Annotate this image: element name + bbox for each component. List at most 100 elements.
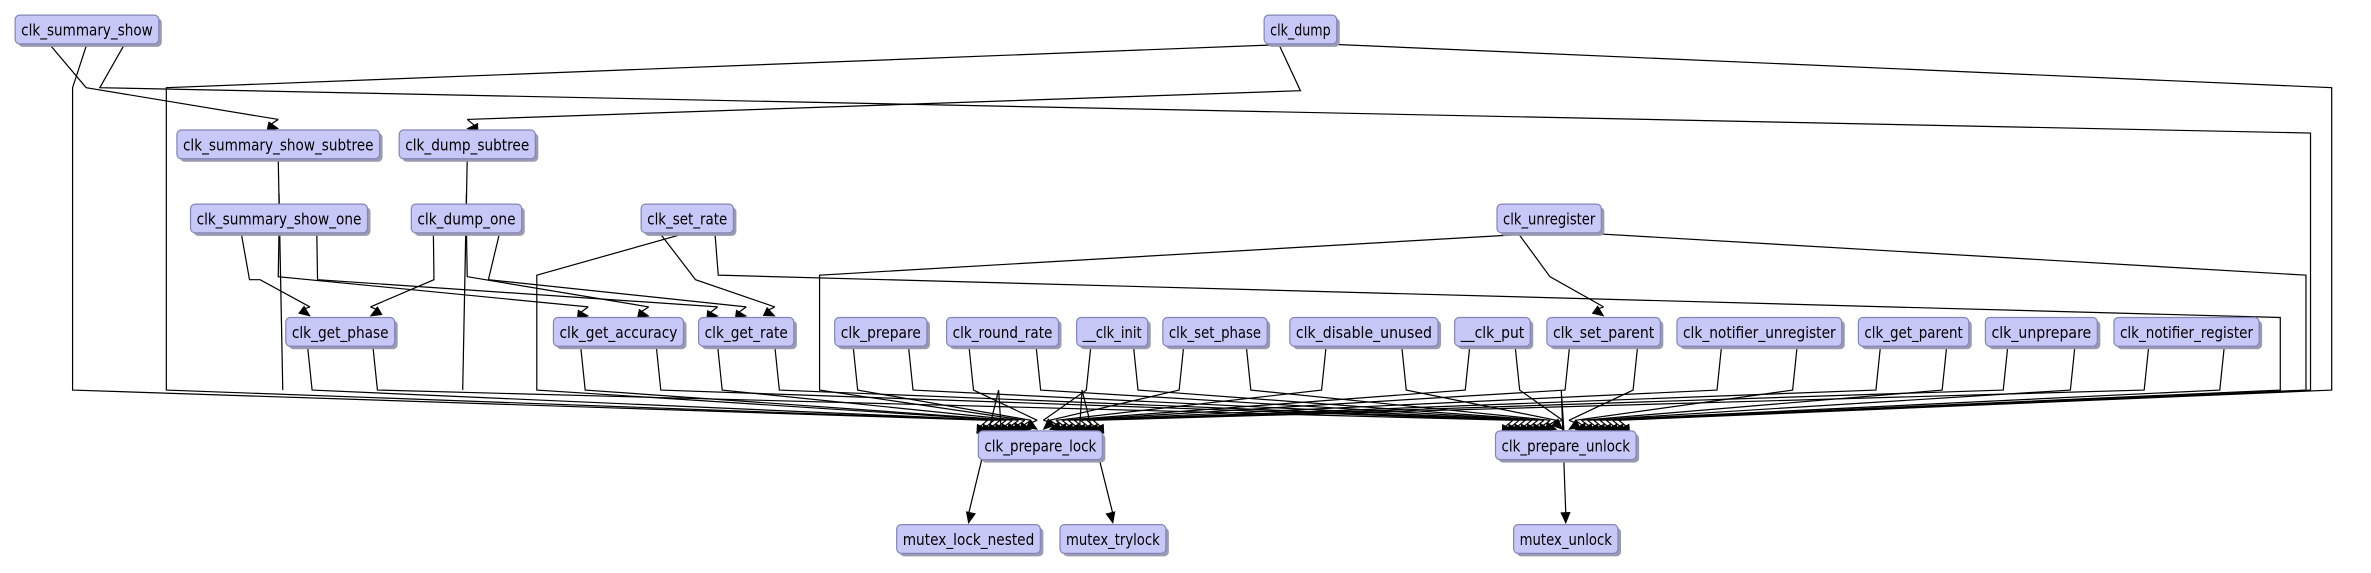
edge-line (1093, 346, 2150, 421)
arrowhead-icon (965, 511, 976, 525)
node-label: clk_set_phase (1169, 323, 1261, 343)
node-label: mutex_trylock (1066, 530, 1160, 550)
node-label: clk_notifier_unregister (1683, 323, 1836, 343)
edge-line (852, 346, 1032, 421)
node-clk-put[interactable]: __clk_put (1454, 316, 1534, 350)
node-mutex-unlock[interactable]: mutex_unlock (1513, 524, 1621, 557)
node-clk-unprepare[interactable]: clk_unprepare (1984, 316, 2101, 350)
node-clk-init[interactable]: __clk_init (1076, 316, 1151, 350)
edge-line (1401, 346, 1557, 421)
edge-line (1055, 346, 1327, 421)
edge-line (1514, 346, 1563, 421)
node-box[interactable] (977, 430, 1103, 461)
node-box[interactable] (552, 316, 685, 347)
node-box[interactable] (1984, 316, 2098, 347)
node-clk-set-parent[interactable]: clk_set_parent (1546, 316, 1664, 350)
edge-clk_get_phase-to-clk_prepare_unlock (372, 346, 1514, 435)
node-box[interactable] (285, 316, 396, 347)
edge-line (487, 232, 747, 308)
edge-line (465, 232, 649, 308)
edge-line (1086, 346, 2009, 421)
node-box[interactable] (1494, 430, 1637, 461)
edge-clk_set_parent-to-clk_prepare_unlock (1568, 346, 1639, 430)
node-clk-unregister[interactable]: clk_unregister (1496, 203, 1605, 236)
edge-line (580, 346, 1013, 421)
node-box[interactable] (1513, 524, 1619, 554)
node-box[interactable] (1857, 316, 1970, 347)
node-box[interactable] (189, 203, 369, 234)
edge-line (1080, 346, 1882, 421)
edge-clk_summary_show_one-to-clk_get_accuracy (277, 232, 590, 320)
edge-line (277, 158, 284, 391)
edge-clk_unregister-to-clk_set_parent (1517, 232, 1605, 317)
arrowhead-icon (1560, 511, 1571, 525)
edge-line (1581, 346, 1948, 421)
edge-line (1035, 346, 1538, 421)
node-mutex-trylock[interactable]: mutex_trylock (1059, 524, 1169, 557)
node-clk-summary-show[interactable]: clk_summary_show (14, 14, 162, 47)
edge-clk_dump-to-clk_prepare_unlock (1322, 43, 2333, 434)
node-clk-get-parent[interactable]: clk_get_parent (1857, 316, 1972, 350)
node-box[interactable] (410, 203, 523, 234)
arrowhead-icon (298, 305, 311, 317)
node-box[interactable] (1059, 524, 1167, 554)
edge-clk_summary_show_one-to-clk_get_phase (240, 232, 311, 317)
node-box[interactable] (896, 524, 1041, 554)
edge-line (306, 346, 1001, 421)
node-clk-notifier-register[interactable]: clk_notifier_register (2113, 316, 2263, 350)
node-clk-dump[interactable]: clk_dump (1263, 14, 1340, 47)
edge-line (71, 43, 988, 421)
edge-line (1043, 346, 1092, 421)
node-box[interactable] (640, 203, 734, 234)
node-clk-notifier-unregister[interactable]: clk_notifier_unregister (1676, 316, 1845, 350)
edge-__clk_init-to-clk_prepare_lock (1042, 346, 1092, 431)
edge-line (536, 232, 1007, 421)
node-clk-get-accuracy[interactable]: clk_get_accuracy (552, 316, 687, 350)
node-box[interactable] (697, 316, 795, 347)
node-box[interactable] (1454, 316, 1531, 347)
node-box[interactable] (1546, 316, 1661, 347)
node-box[interactable] (945, 316, 1060, 347)
node-clk-get-phase[interactable]: clk_get_phase (285, 316, 398, 350)
node-clk-prepare-lock[interactable]: clk_prepare_lock (977, 430, 1106, 463)
node-label: clk_get_phase (292, 323, 389, 343)
node-box[interactable] (1676, 316, 1843, 347)
node-clk-set-rate[interactable]: clk_set_rate (640, 203, 737, 236)
node-box[interactable] (1289, 316, 1439, 347)
node-clk-round-rate[interactable]: clk_round_rate (945, 316, 1062, 350)
edge-line (1049, 346, 1185, 421)
node-clk-prepare-unlock[interactable]: clk_prepare_unlock (1494, 430, 1640, 463)
node-label: mutex_unlock (1520, 530, 1613, 550)
edge-clk_get_parent-to-clk_prepare_lock (1079, 346, 1882, 435)
edge-clk_summary_show-to-clk_prepare_lock (71, 43, 989, 435)
node-label: clk_unregister (1503, 210, 1596, 230)
node-clk-dump-one[interactable]: clk_dump_one (410, 203, 525, 236)
node-box[interactable] (1162, 316, 1268, 347)
node-box[interactable] (2113, 316, 2260, 347)
edge-clk_round_rate-to-clk_prepare_lock (968, 346, 1039, 430)
node-box[interactable] (1496, 203, 1602, 234)
node-clk-get-rate[interactable]: clk_get_rate (697, 316, 797, 350)
node-label: clk_dump_subtree (405, 135, 529, 155)
node-clk-summary-show-one[interactable]: clk_summary_show_one (189, 203, 371, 236)
edge-clk_get_accuracy-to-clk_prepare_lock (580, 346, 1014, 434)
edge-line (818, 232, 1550, 421)
node-box[interactable] (1263, 14, 1338, 45)
node-clk-prepare[interactable]: clk_prepare (834, 316, 930, 350)
node-box[interactable] (398, 129, 536, 160)
node-mutex-lock-nested[interactable]: mutex_lock_nested (896, 524, 1044, 557)
edge-line (1575, 346, 1798, 421)
node-box[interactable] (176, 129, 381, 160)
edge-line (1068, 346, 1571, 421)
node-clk-summary-show-subtree[interactable]: clk_summary_show_subtree (176, 129, 383, 162)
edge-line (240, 232, 311, 308)
node-clk-disable-unused[interactable]: clk_disable_unused (1289, 316, 1442, 350)
node-label: clk_summary_show_one (197, 210, 362, 230)
node-box[interactable] (1076, 316, 1149, 347)
node-clk-set-phase[interactable]: clk_set_phase (1162, 316, 1271, 350)
node-box[interactable] (14, 14, 160, 45)
node-box[interactable] (834, 316, 928, 347)
node-label: __clk_put (1460, 323, 1524, 343)
node-clk-dump-subtree[interactable]: clk_dump_subtree (398, 129, 539, 162)
